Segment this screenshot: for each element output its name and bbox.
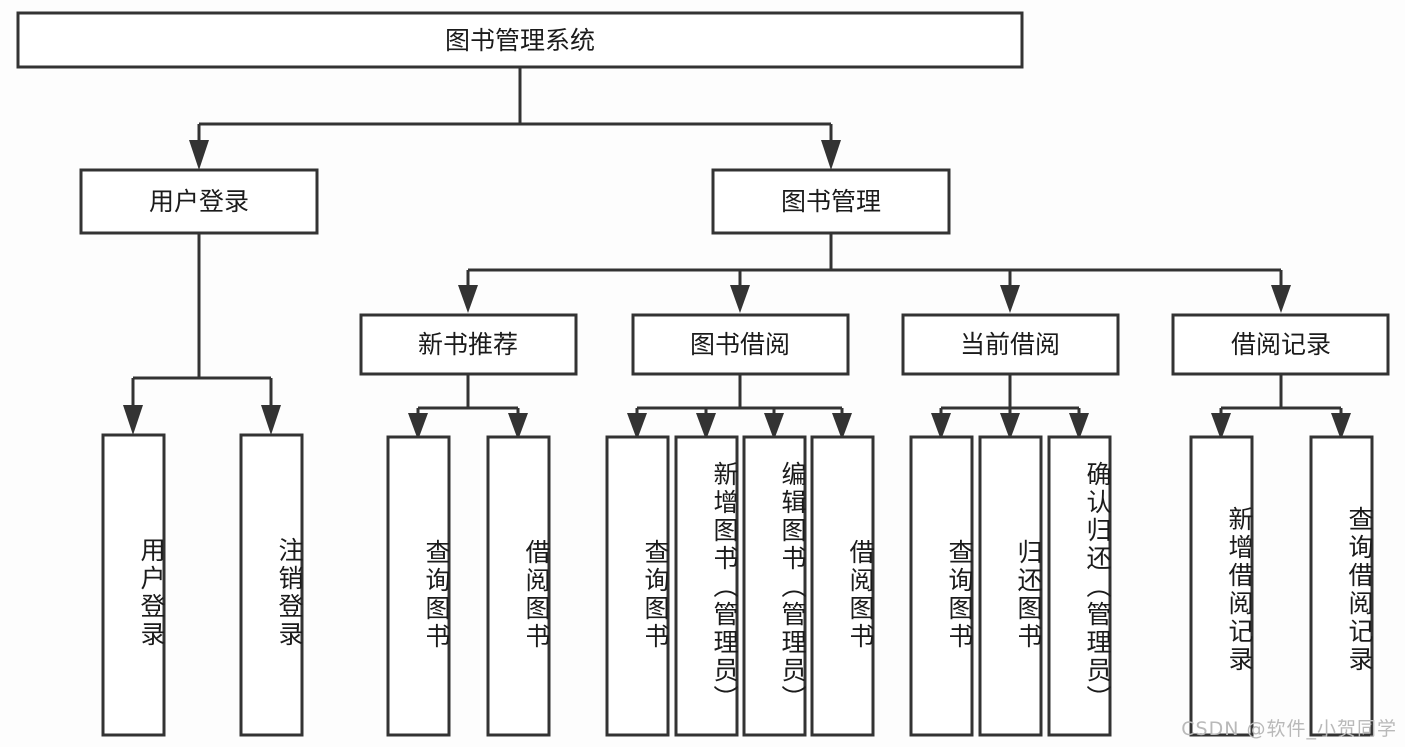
connector-book-borrow-to-leaves	[627, 374, 852, 440]
arrowhead-icon	[931, 413, 951, 440]
leaf-box-query-book-current[interactable]	[909, 435, 974, 737]
csdn-watermark: CSDN @软件_小贺同学	[1181, 718, 1397, 740]
connector-user-login-to-leaves	[123, 233, 281, 435]
leaf-box-query-book-borrow[interactable]	[605, 435, 670, 737]
arrowhead-icon	[508, 413, 528, 440]
leaf-box-logout[interactable]	[239, 433, 304, 737]
arrowhead-icon	[1211, 413, 1231, 440]
leaf-box-query-book-recommend[interactable]	[386, 435, 451, 737]
connector-new-book-to-leaves	[408, 374, 528, 440]
arrowhead-icon	[764, 413, 784, 440]
connector-root-to-level2	[189, 67, 841, 170]
arrowhead-icon	[261, 405, 281, 435]
arrowhead-icon	[821, 140, 841, 170]
node-root[interactable]: 图书管理系统	[16, 11, 1024, 69]
leaf-box-confirm-return-admin[interactable]	[1047, 435, 1112, 737]
node-borrow-record[interactable]: 借阅记录	[1171, 313, 1390, 376]
node-root-label: 图书管理系统	[445, 26, 595, 55]
connector-book-mgmt-to-level3	[458, 233, 1291, 313]
leaf-box-edit-book-admin[interactable]	[742, 435, 807, 737]
leaf-box-add-book-admin[interactable]	[674, 435, 739, 737]
arrowhead-icon	[189, 140, 209, 170]
arrowhead-icon	[696, 413, 716, 440]
leaf-box-user-login[interactable]	[101, 433, 166, 737]
arrowhead-icon	[627, 413, 647, 440]
node-book-management-label: 图书管理	[781, 187, 881, 216]
connector-current-borrow-to-leaves	[931, 374, 1089, 440]
arrowhead-icon	[1331, 413, 1351, 440]
arrowhead-icon	[832, 413, 852, 440]
arrowhead-icon	[123, 405, 143, 435]
arrowhead-icon	[1000, 413, 1020, 440]
node-book-borrow-label: 图书借阅	[690, 330, 790, 359]
connector-borrow-record-to-leaves	[1211, 374, 1351, 440]
node-current-borrow-label: 当前借阅	[960, 330, 1060, 359]
node-new-book-recommend[interactable]: 新书推荐	[359, 313, 578, 376]
arrowhead-icon	[1000, 285, 1020, 313]
node-new-book-recommend-label: 新书推荐	[418, 330, 518, 359]
leaf-box-query-borrow-record[interactable]	[1309, 435, 1374, 737]
node-book-management[interactable]: 图书管理	[711, 168, 951, 235]
node-book-borrow[interactable]: 图书借阅	[631, 313, 850, 376]
leaf-box-return-book[interactable]	[978, 435, 1043, 737]
leaf-box-add-borrow-record[interactable]	[1189, 435, 1254, 737]
arrowhead-icon	[458, 285, 478, 313]
arrowhead-icon	[1271, 285, 1291, 313]
leaf-box-borrow-book-recommend[interactable]	[486, 435, 551, 737]
arrowhead-icon	[408, 413, 428, 440]
node-current-borrow[interactable]: 当前借阅	[901, 313, 1120, 376]
leaf-box-borrow-book[interactable]	[810, 435, 875, 737]
node-borrow-record-label: 借阅记录	[1231, 330, 1331, 359]
node-user-login-label: 用户登录	[149, 187, 249, 216]
node-user-login[interactable]: 用户登录	[79, 168, 319, 235]
arrowhead-icon	[730, 285, 750, 313]
arrowhead-icon	[1069, 413, 1089, 440]
